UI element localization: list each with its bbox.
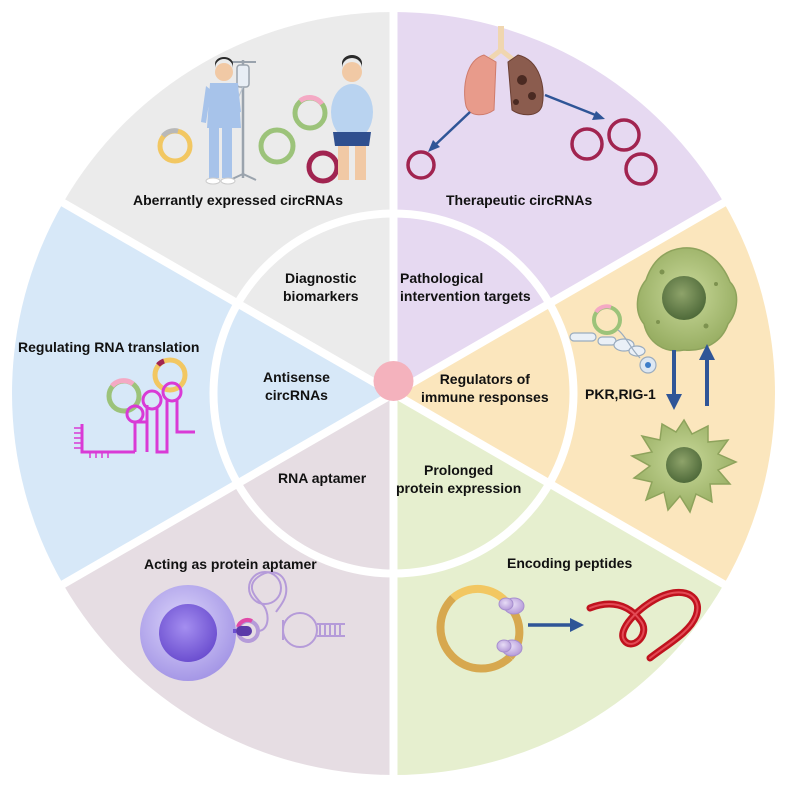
- therapeutic-illustration: [406, 26, 658, 186]
- label-protein-aptamer: Acting as protein aptamer: [144, 556, 317, 572]
- label-encoding-peptides: Encoding peptides: [507, 555, 633, 571]
- circrna-icon: [152, 357, 188, 393]
- circrna-icon: [306, 150, 340, 184]
- inner-ring: [209, 209, 578, 578]
- label-aberrant-circrnas: Aberrantly expressed circRNAs: [133, 192, 344, 208]
- peptide-icon: [586, 589, 701, 662]
- circrna-icon: [406, 150, 436, 180]
- label-therapeutic-circrnas: Therapeutic circRNAs: [446, 192, 593, 208]
- aptamer-icon: [248, 571, 345, 648]
- protein-aptamer-illustration: [140, 571, 345, 681]
- aberrant-illustration: [157, 55, 373, 185]
- patient-icon: [201, 57, 241, 185]
- label-pathological-targets: Pathological intervention targets: [400, 270, 531, 304]
- label-rna-aptamer: RNA aptamer: [278, 470, 367, 486]
- stem-loop-icon: [80, 381, 195, 454]
- label-regulating-rna-translation: Regulating RNA translation: [18, 339, 200, 355]
- circrna-icon: [258, 127, 296, 165]
- circrna-icon: [624, 152, 658, 186]
- label-pkr-rig1: PKR,RIG-1: [585, 386, 656, 402]
- sector-dividers: [56, 6, 731, 781]
- sector-protein-aptamer: [63, 393, 394, 775]
- patient-icon: [331, 55, 373, 180]
- iv-stand-icon: [229, 60, 257, 181]
- immune-cell-icon: [629, 418, 738, 514]
- immune-cell-icon: [636, 247, 738, 352]
- label-antisense-circrnas: Antisense circRNAs: [263, 369, 330, 403]
- lung-icon: [464, 26, 544, 116]
- sector-rna-translation: [12, 202, 394, 585]
- peptides-illustration: [436, 584, 701, 673]
- immune-illustration: [569, 247, 738, 514]
- circrna-icon: [570, 127, 604, 161]
- b-cell-icon: [140, 585, 236, 681]
- translation-illustration: [74, 357, 195, 458]
- center-dot: [373, 361, 414, 401]
- ribosome-icon: [496, 597, 525, 657]
- label-diagnostic-biomarkers: Diagnostic biomarkers: [283, 270, 359, 304]
- sector-aberrant-circrnas: [63, 12, 394, 394]
- label-immune-regulators: Regulators of immune responses: [421, 371, 549, 405]
- pkr-rig-chain: [569, 332, 657, 374]
- label-prolonged-expression: Prolonged protein expression: [396, 462, 522, 496]
- circrna-icon: [607, 118, 641, 152]
- sector-encoding-peptides: [393, 393, 724, 775]
